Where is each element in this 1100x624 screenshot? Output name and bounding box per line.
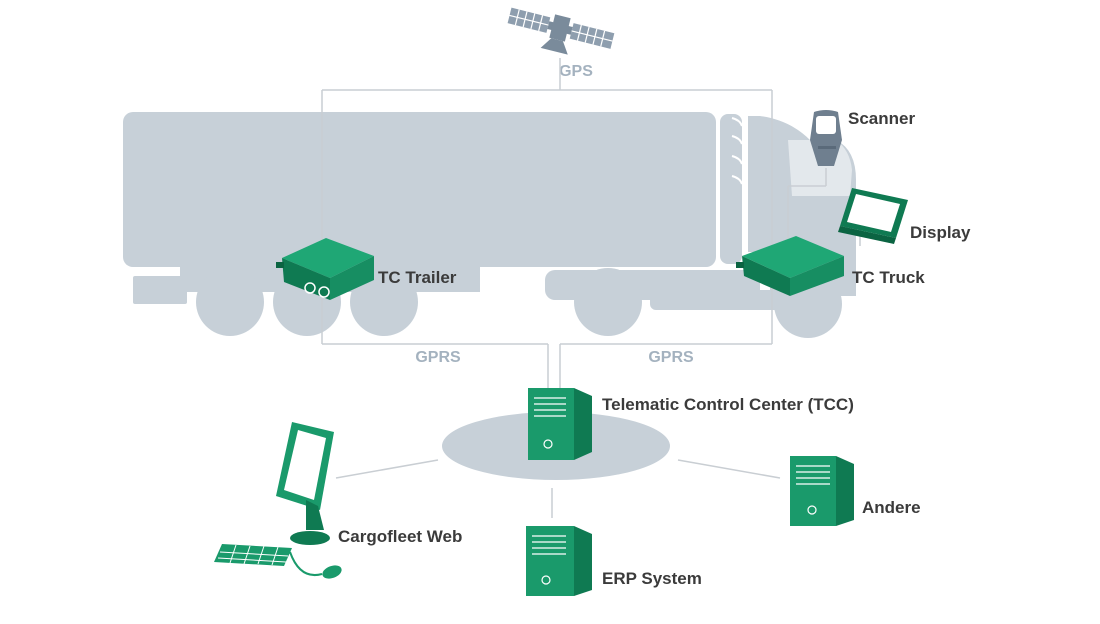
cab-spoiler <box>720 114 742 264</box>
display-label: Display <box>910 223 971 242</box>
tc-truck-label: TC Truck <box>852 268 925 287</box>
trailer-body <box>123 112 716 267</box>
erp-label: ERP System <box>602 569 702 588</box>
scanner-label: Scanner <box>848 109 915 128</box>
spoiler-ribs <box>731 117 743 185</box>
mouse-icon <box>289 551 342 579</box>
truck-icon <box>123 112 856 338</box>
server-icon <box>526 526 592 596</box>
keyboard-icon <box>214 544 292 566</box>
scanner-icon <box>810 110 842 166</box>
satellite-icon <box>507 7 615 55</box>
andere-label: Andere <box>862 498 921 517</box>
telematic-box-icon <box>276 238 374 300</box>
gprs-label-right: GPRS <box>648 349 694 366</box>
tcc-label: Telematic Control Center (TCC) <box>602 395 854 414</box>
tc-trailer-label: TC Trailer <box>378 268 457 287</box>
server-icon <box>790 456 854 526</box>
connection-lines <box>321 58 861 518</box>
gps-label: GPS <box>559 63 593 80</box>
monitor-icon <box>276 422 334 545</box>
gprs-label-left: GPRS <box>415 349 461 366</box>
server-icon <box>528 388 592 460</box>
telematic-box-icon <box>736 236 844 296</box>
display-icon <box>838 188 908 244</box>
cargofleet-web-label: Cargofleet Web <box>338 527 462 546</box>
